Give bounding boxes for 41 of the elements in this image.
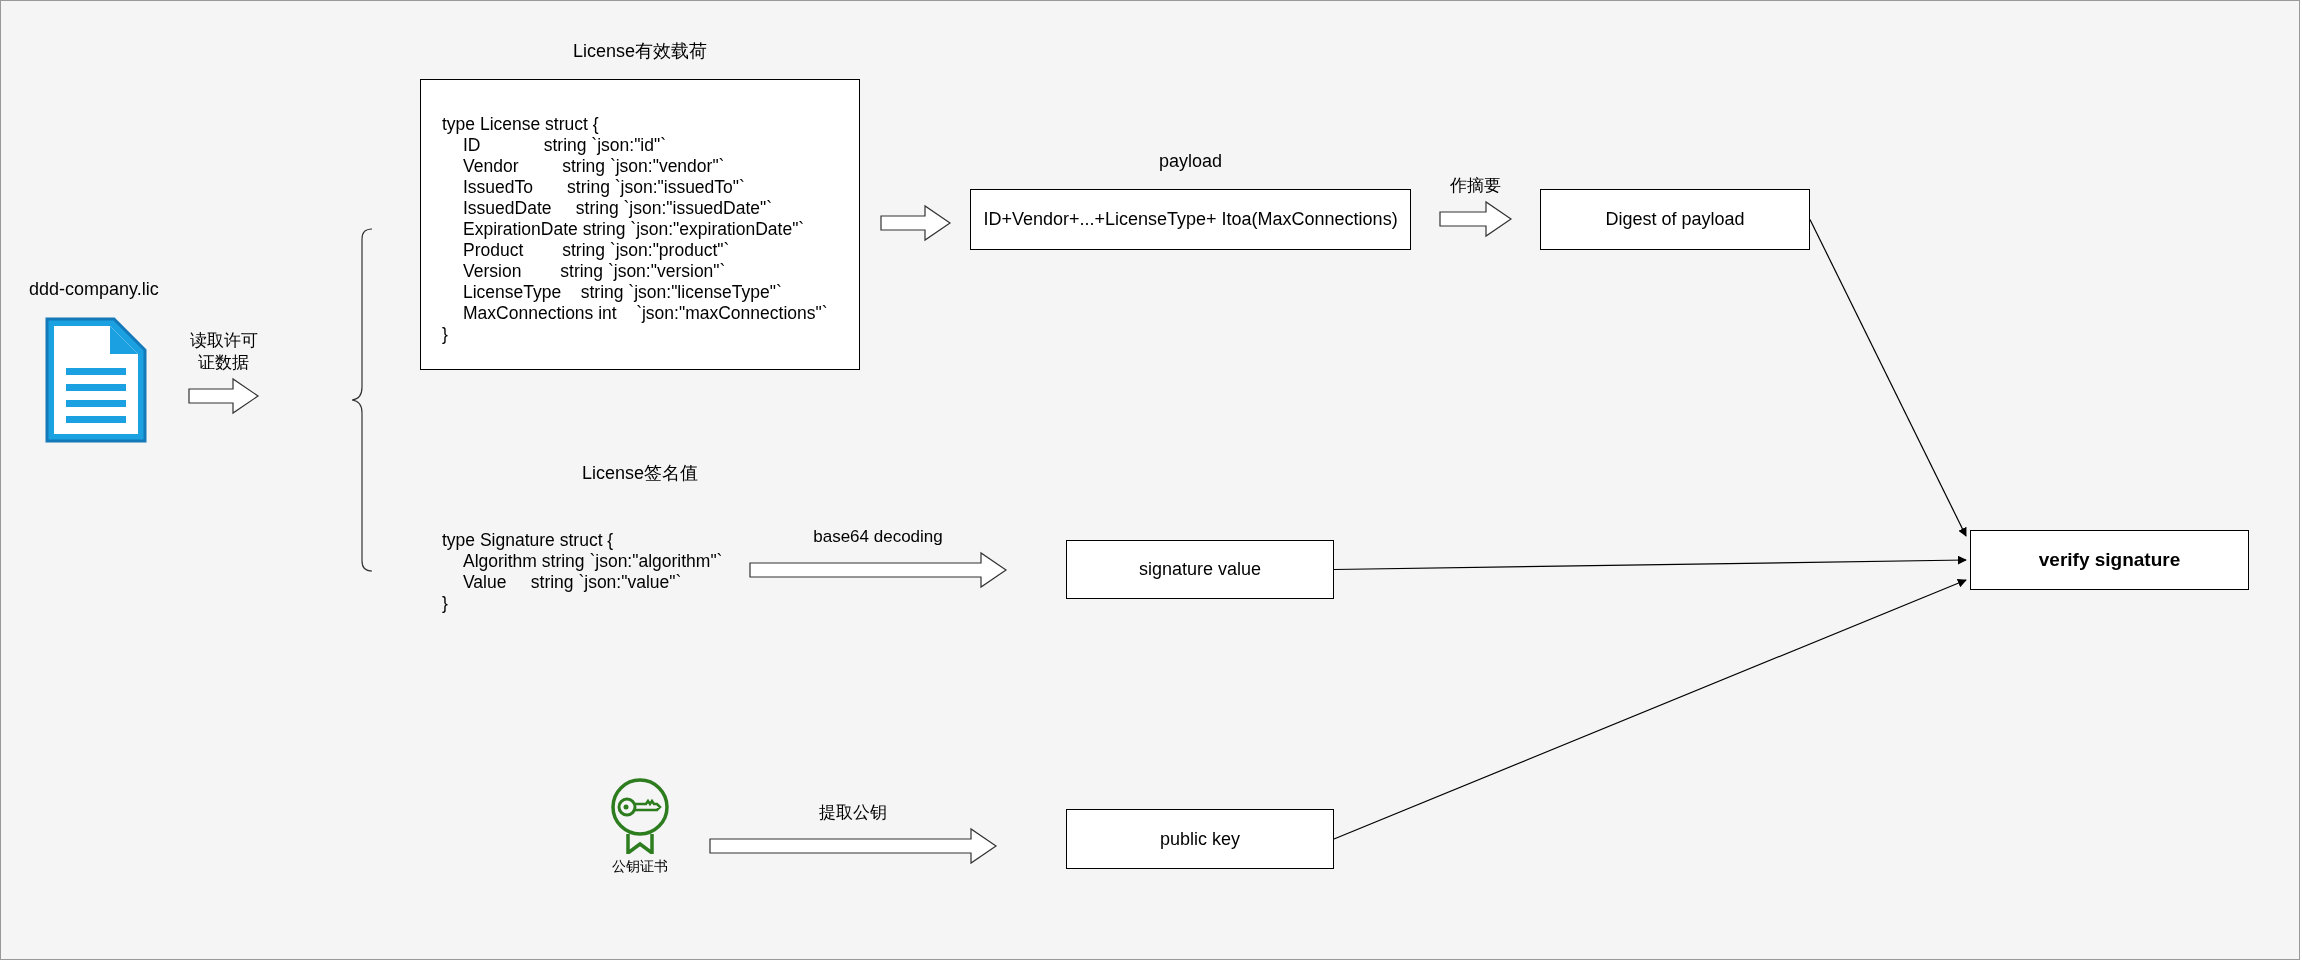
code-line: Version string `json:"version"` [462, 261, 727, 282]
code-line: IssuedDate string `json:"issuedDate"` [462, 198, 774, 219]
code-line: ExpirationDate string `json:"expirationDate"` [462, 219, 806, 240]
edge-label: base64 decoding [813, 525, 943, 548]
edge-label: 提取公钥 [819, 801, 887, 824]
icon-caption: 公钥证书 [611, 857, 669, 876]
box-heading: License有效载荷 [571, 40, 708, 63]
edge-label: 作摘要 [1450, 174, 1501, 197]
process-box [1066, 809, 1334, 869]
process-box [1066, 540, 1334, 599]
edge-label: 读取许可证数据 [188, 329, 259, 374]
file-name: ddd-company.lic [29, 278, 159, 301]
box-heading: payload [1157, 150, 1224, 173]
code-line: Vendor string `json:"vendor"` [462, 156, 726, 177]
code-line: MaxConnections int `json:"maxConnections"` [462, 303, 829, 324]
process-box [1540, 189, 1810, 250]
code-line: } [442, 593, 449, 614]
block-arrow [749, 551, 1008, 589]
code-line: ID string `json:"id"` [462, 135, 668, 156]
block-arrow [1439, 200, 1513, 238]
struct-heading: License签名值 [580, 462, 699, 485]
arrow [1333, 578, 1967, 840]
box-text: signature value [1138, 558, 1262, 581]
code-line: Value string `json:"value"` [462, 572, 683, 593]
box-text: ID+Vendor+...+LicenseType+ Itoa(MaxConnections) [983, 208, 1398, 231]
code-line: Algorithm string `json:"algorithm"` [462, 551, 724, 572]
code-line: LicenseType string `json:"licenseType"` [462, 282, 783, 303]
code-line: type License struct { [442, 114, 600, 135]
arrow [1333, 555, 1967, 571]
box-text: public key [1159, 827, 1240, 851]
code-line: } [442, 324, 449, 345]
process-box [1970, 530, 2249, 590]
block-arrow [188, 377, 260, 415]
arrow [1809, 218, 1967, 537]
code-line: type Signature struct { [442, 530, 615, 551]
block-arrow [709, 827, 998, 865]
block-arrow [880, 204, 952, 242]
box-text: Digest of payload [1605, 208, 1745, 231]
box-text: verify signature [2038, 547, 2181, 572]
code-line: IssuedTo string `json:"issuedTo"` [462, 177, 746, 198]
code-line: Product string `json:"product"` [462, 240, 731, 261]
